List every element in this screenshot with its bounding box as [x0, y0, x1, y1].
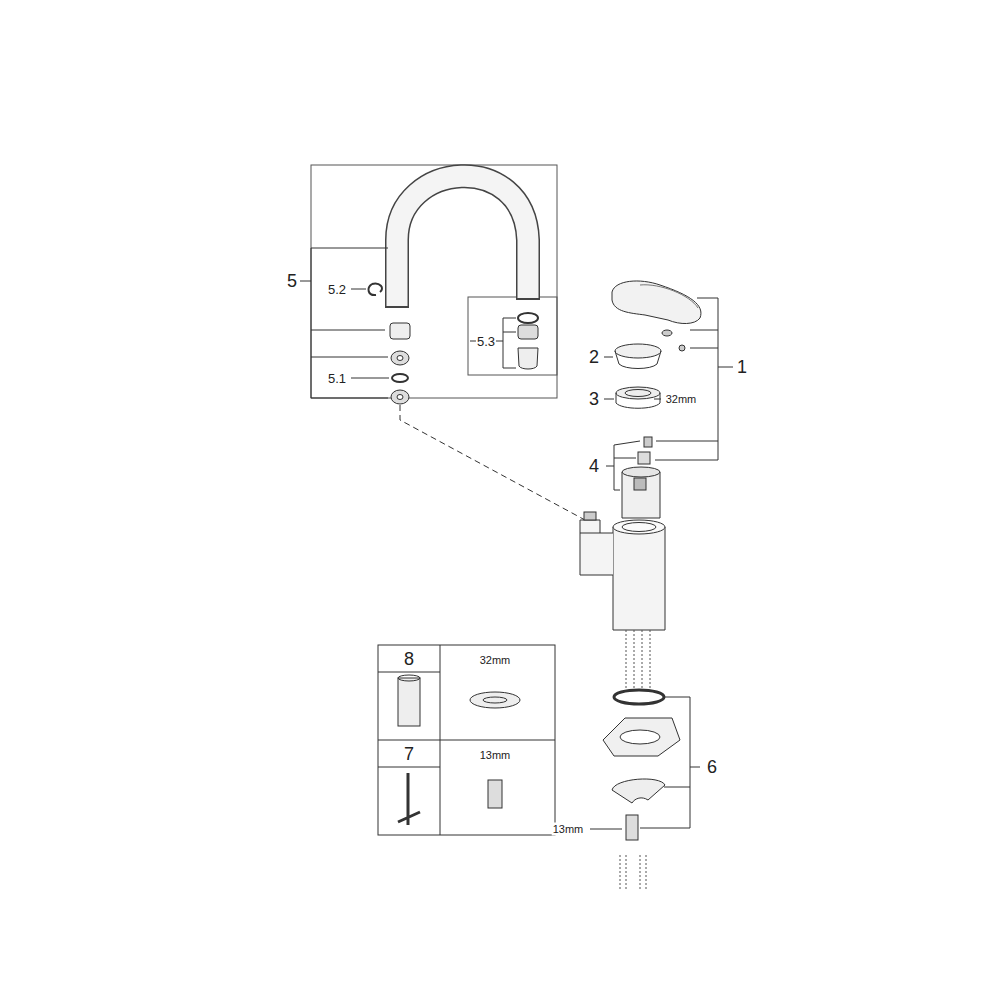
dimension-label: 32mm [479, 654, 512, 667]
callout-number: 3 [588, 389, 600, 409]
dimension-label: 13mm [552, 823, 585, 836]
callout-number: 5 [286, 271, 298, 291]
callout-number: 7 [403, 744, 415, 764]
dimension-label: 13mm [479, 749, 512, 762]
callout-number: 4 [588, 456, 600, 476]
callout-number: 5.1 [327, 371, 347, 386]
callout-number: 1 [736, 357, 748, 377]
callout-number: 8 [403, 649, 415, 669]
dimension-label: 32mm [665, 393, 698, 406]
callout-number: 5.3 [476, 334, 496, 349]
callout-number: 2 [588, 347, 600, 367]
callout-number: 5.2 [327, 282, 347, 297]
callout-number: 6 [706, 757, 718, 777]
